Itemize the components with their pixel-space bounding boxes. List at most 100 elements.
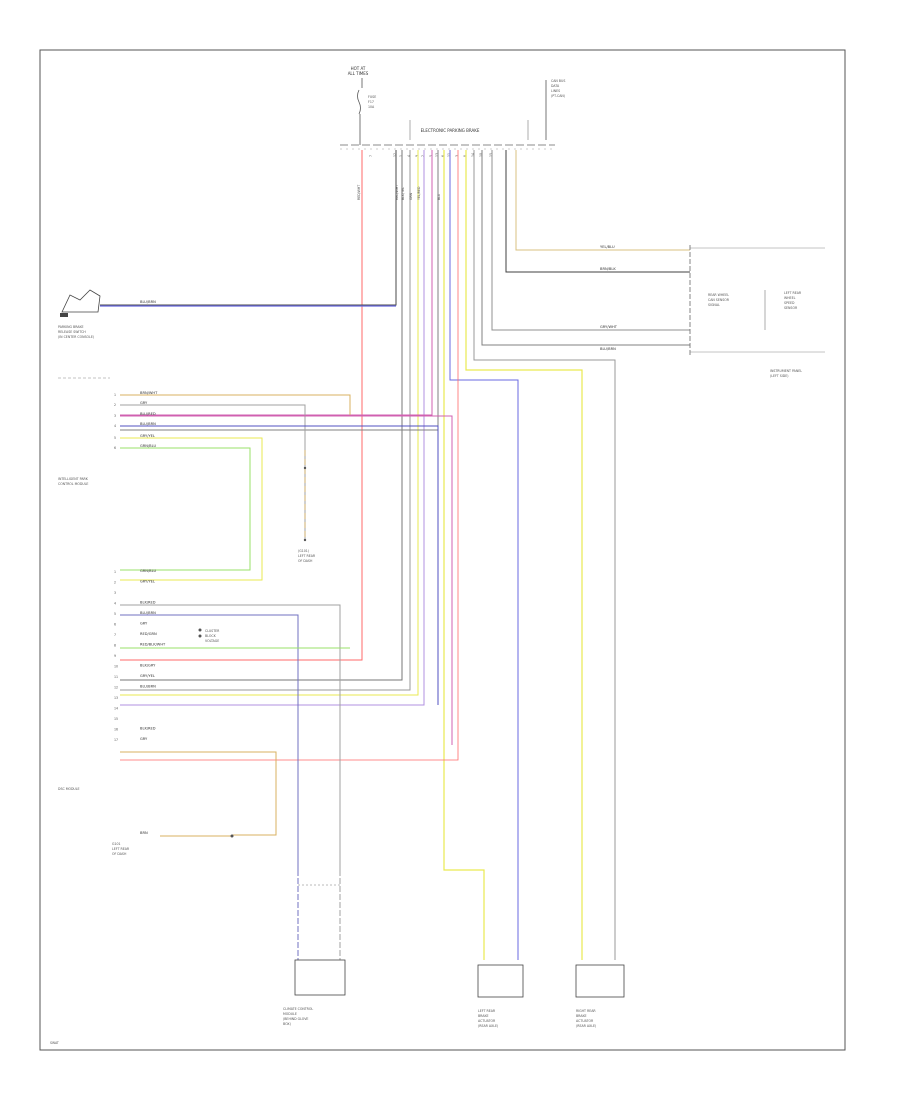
group2-wire-label: BLK/RED	[140, 601, 156, 605]
ground-block-2: LEFT REAR	[112, 847, 130, 851]
top-ref-line-1: CAN BUS	[551, 79, 565, 83]
top-ref-line-2: DATA	[551, 84, 560, 88]
top-pin: 5	[429, 155, 433, 157]
parking-switch: PARKING BRAKE RELEASE SWITCH (IN CENTER …	[58, 289, 156, 339]
group2: GRN/BLUGRY/YELBLK/REDBLU/BRNGRYRED/GRNRE…	[114, 569, 350, 870]
group2-pin: 8	[114, 644, 116, 648]
right-sensor-2: WHEEL	[784, 296, 796, 300]
top-pin: 15	[489, 153, 493, 157]
group2-pin: 3	[114, 591, 116, 595]
top-pin: 12	[393, 153, 397, 157]
fuse-line-3: 10A	[368, 105, 375, 109]
bottom-left-3: (BEHIND GLOVE	[283, 1017, 308, 1021]
ground-block: BRN G101 LEFT REAR OF DASH	[112, 831, 234, 856]
group1-wire-label: BLU/RED	[140, 412, 156, 416]
group1-wire-label: GRY	[140, 401, 148, 405]
bottom-right-1: RIGHT REAR	[576, 1009, 596, 1013]
fuse-line-2: F17	[368, 100, 374, 104]
ground-block-3: OF DASH	[112, 852, 127, 856]
actuator-note-1: REAR WHEEL	[708, 293, 729, 297]
group1-wire-label: GRY/YEL	[140, 434, 155, 438]
group2-wire-label: BLK/GRY	[140, 664, 156, 668]
fuse-line-1: FUSE	[368, 95, 376, 99]
group2-wire-label: GRY	[140, 737, 148, 741]
bottom-mid-3: ACTUATOR	[478, 1019, 496, 1023]
group2-pin: 16	[114, 728, 118, 732]
fuse-block: HOT AT ALL TIMES FUSE F17 10A	[348, 66, 376, 145]
top-pin: 3	[455, 155, 459, 157]
right-sensor-4: SENSOR	[784, 306, 798, 310]
top-pin: 6	[441, 155, 445, 157]
top-pin: 9	[415, 155, 419, 157]
actuator-note-2: CAN SENSOR	[708, 298, 730, 302]
right-connector-2: (LEFT SIDE)	[770, 374, 788, 378]
group2-pin: 14	[114, 707, 118, 711]
vertical-wire-label: BLU	[437, 193, 441, 200]
splice-3: VOLTAGE	[205, 639, 219, 643]
wire-bundle	[100, 150, 690, 960]
intelligent-module-1: INTELLIGENT PARK	[58, 477, 89, 481]
vertical-wire-label: YEL/RED	[417, 186, 421, 200]
right-sensor-3: SPEED	[784, 301, 795, 305]
bottom-right-device: RIGHT REAR BRAKE ACTUATOR (REAR AXLE)	[575, 964, 625, 1028]
group2-wire-label: GRY/YEL	[140, 674, 155, 678]
fuse-top-line-2: ALL TIMES	[348, 71, 369, 76]
group2-wire-label: BLU/BRN	[140, 685, 156, 689]
group1-pin: 5	[114, 436, 116, 440]
bottom-mid-2: BRAKE	[478, 1014, 489, 1018]
group2-wire-label: RED/BLK/WHT	[140, 643, 166, 647]
vertical-wire-label: BLK/YEL	[401, 187, 405, 200]
right-wire-label: BLU/BRN	[600, 347, 616, 351]
group2-pin: 7	[114, 633, 116, 637]
ground-ref-1: (G101)	[298, 549, 309, 553]
bottom-right-3: ACTUATOR	[576, 1019, 594, 1023]
bottom-mid-1: LEFT REAR	[478, 1009, 496, 1013]
parking-switch-3: (IN CENTER CONSOLE)	[58, 335, 94, 339]
right-wire-label: GRY/WHT	[600, 325, 618, 329]
corner-code: SWAT	[50, 1041, 59, 1045]
group1-wire-label: GRN/BLU	[140, 444, 156, 448]
top-pin: 7	[369, 155, 373, 157]
diagram-border	[39, 49, 846, 1051]
group2-wire-label: GRY/YEL	[140, 580, 155, 584]
ground-ref-2: LEFT REAR	[298, 554, 316, 558]
central-module-label: ELECTRONIC PARKING BRAKE	[421, 128, 480, 133]
group2-pin: 17	[114, 738, 118, 742]
fuse-top-line-1: HOT AT	[351, 66, 366, 71]
bottom-mid-device: LEFT REAR BRAKE ACTUATOR (REAR AXLE)	[477, 964, 524, 1028]
group1-pin: 3	[114, 414, 116, 418]
right-connector: REAR WHEEL CAN SENSOR SIGNAL LEFT REAR W…	[689, 245, 825, 378]
group1-wire-label: BRN/WHT	[140, 391, 158, 395]
vertical-wire-label: GRN	[409, 192, 413, 200]
bottom-right-2: BRAKE	[576, 1014, 587, 1018]
group1-pin: 6	[114, 446, 116, 450]
bottom-left-device: CLIMATE CONTROL MODULE (BEHIND GLOVE BOX…	[283, 870, 346, 1026]
group2-pin: 5	[114, 612, 116, 616]
group2-pin: 15	[114, 717, 118, 721]
top-pin: 1	[399, 155, 403, 157]
group2-wire-label: GRN/BLU	[140, 569, 156, 573]
group2-pin: 12	[114, 686, 118, 690]
group2-pin: 2	[114, 581, 116, 585]
blue-wire-label: BLU/BRN	[140, 300, 156, 304]
parking-switch-2: RELEASE SWITCH	[58, 330, 86, 334]
group1-pin: 2	[114, 403, 116, 407]
group2-wire-label: GRY	[140, 622, 148, 626]
parking-switch-1: PARKING BRAKE	[58, 325, 84, 329]
top-ref-line-4: (PT-CAN)	[551, 94, 565, 98]
group2-pin: 6	[114, 623, 116, 627]
top-pin: 13	[435, 153, 439, 157]
actuator-note-3: SIGNAL	[708, 303, 720, 307]
bottom-mid-4: (REAR AXLE)	[478, 1024, 498, 1028]
top-pin: 4	[407, 155, 411, 157]
top-pin: 14	[471, 153, 475, 157]
group2-pin: 1	[114, 570, 116, 574]
group1-wire-label: BLU/BRN	[140, 422, 156, 426]
group1: BRN/WHT1GRY2BLU/RED3BLU/BRN4GRY/YEL5GRN/…	[114, 391, 453, 745]
top-pin: 2	[421, 155, 425, 157]
bottom-left-4: BOX)	[283, 1022, 291, 1026]
bottom-wire-label: BRN	[140, 831, 148, 835]
group1-pin: 1	[114, 393, 116, 397]
